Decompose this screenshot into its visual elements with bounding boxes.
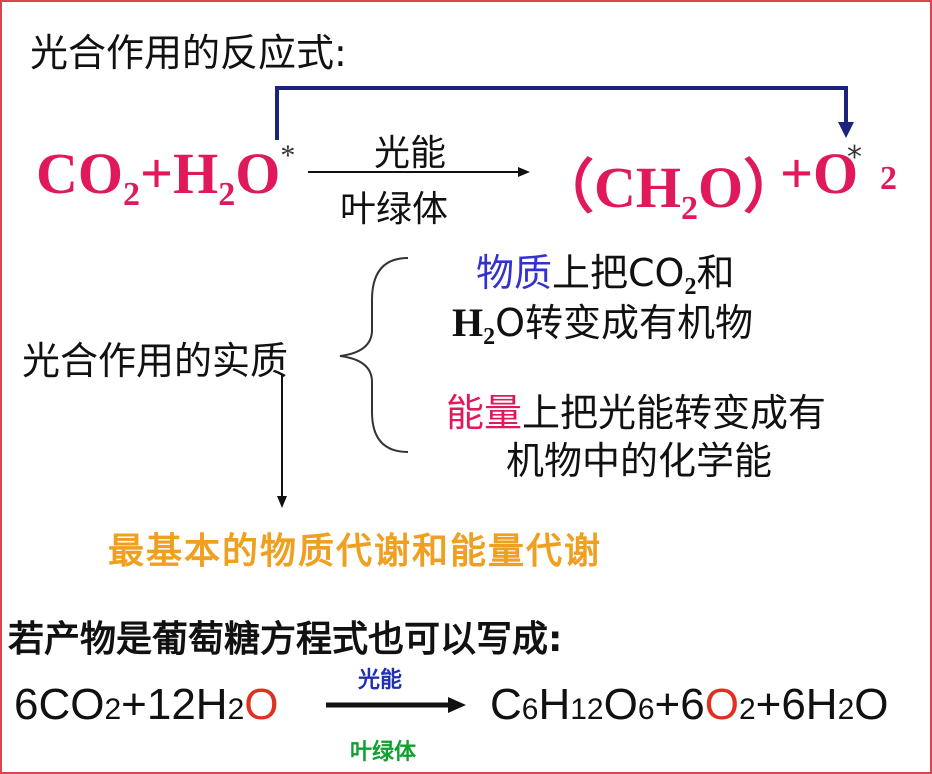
matter-line-1: 物质上把CO2和 xyxy=(476,251,735,300)
eq2-condition-light: 光能 xyxy=(358,668,403,693)
oxygen-subscript: 2 xyxy=(880,160,897,197)
condition-light: 光能 xyxy=(374,133,447,174)
reaction-title: 光合作用的反应式: xyxy=(30,31,347,75)
glucose-equation-right: C6H12O6+6O2+6H2O xyxy=(490,680,889,729)
reaction-equation-product: （CH2O） xyxy=(536,155,802,227)
glucose-equation-left: 6CO2+12H2O xyxy=(14,680,279,729)
energy-line-2: 机物中的化学能 xyxy=(506,439,773,483)
co2-formula: CO xyxy=(36,141,123,206)
isotope-star: * xyxy=(280,139,296,172)
energy-line-1: 能量上把光能转变成有 xyxy=(446,391,827,435)
matter-line-2: H2O转变成有机物 xyxy=(452,300,754,350)
reaction-equation-left: CO2+H2O* xyxy=(36,139,296,213)
conclusion-text: 最基本的物质代谢和能量代谢 xyxy=(108,531,603,572)
oxygen-star: * xyxy=(847,140,862,175)
oxygen-product: +O xyxy=(780,141,859,206)
condition-chlorophyll: 叶绿体 xyxy=(340,189,449,230)
essence-label: 光合作用的实质 xyxy=(22,339,289,383)
eq2-condition-chlorophyll: 叶绿体 xyxy=(350,740,417,765)
glucose-title: 若产物是葡萄糖方程式也可以写成: xyxy=(8,619,563,660)
